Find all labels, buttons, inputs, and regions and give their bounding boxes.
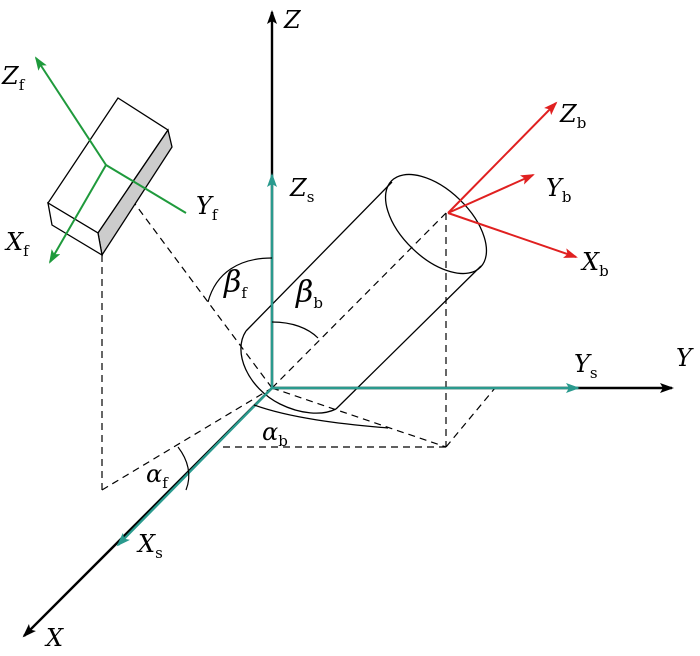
label-alpha-f: αf <box>146 460 169 492</box>
label-Xf: Xf <box>4 228 30 260</box>
label-Xb: Xb <box>580 248 609 280</box>
cylinder-bottom-edge <box>335 265 482 410</box>
label-Yb: Yb <box>546 174 571 206</box>
dash-box-floor-to-origin <box>101 387 273 491</box>
label-beta-f: βf <box>223 265 248 302</box>
dash-cyl-axis <box>271 212 447 389</box>
angle-arcs <box>177 257 389 491</box>
zb-axis <box>447 101 558 214</box>
dash-cyl-floor-to-y <box>445 387 496 448</box>
label-Zb: Zb <box>559 100 586 132</box>
cylinder-base-arc <box>240 330 337 414</box>
dash-origin-to-cyl-floor <box>271 387 447 448</box>
label-Ys: Ys <box>574 350 598 382</box>
label-Y: Y <box>676 344 694 372</box>
xb-axis <box>447 212 578 258</box>
sensor-axes <box>116 173 580 547</box>
label-Yf: Yf <box>196 192 219 224</box>
arc-alpha-f <box>177 446 190 491</box>
label-beta-b: βb <box>295 275 323 312</box>
cylinder-top-edge <box>245 181 393 332</box>
label-Xs: Xs <box>136 530 163 562</box>
arc-beta-b <box>271 321 319 339</box>
axis-labels: Z Y X Zs Ys Xs Zf Yf Xf Zb Yb Xb <box>1 6 694 652</box>
xf-axis <box>49 164 107 264</box>
xs-axis <box>116 387 273 547</box>
label-Zs: Zs <box>289 174 314 206</box>
label-Zf: Zf <box>1 62 26 94</box>
yb-axis <box>447 174 535 214</box>
frame-f-axes <box>34 56 187 264</box>
arc-beta-f <box>207 257 273 303</box>
projection-lines <box>101 164 496 491</box>
zf-axis <box>34 56 107 166</box>
box-front-face <box>47 201 103 257</box>
label-alpha-b: αb <box>262 418 288 450</box>
arc-alpha-b <box>253 404 389 429</box>
yf-axis <box>105 164 187 214</box>
cylinder-body <box>240 173 488 414</box>
label-X: X <box>44 624 64 652</box>
frame-b-axes <box>447 101 578 258</box>
angle-labels: βf βb αf αb <box>146 265 323 492</box>
label-Z: Z <box>283 6 302 34</box>
cylinder-end-cap <box>384 173 488 275</box>
